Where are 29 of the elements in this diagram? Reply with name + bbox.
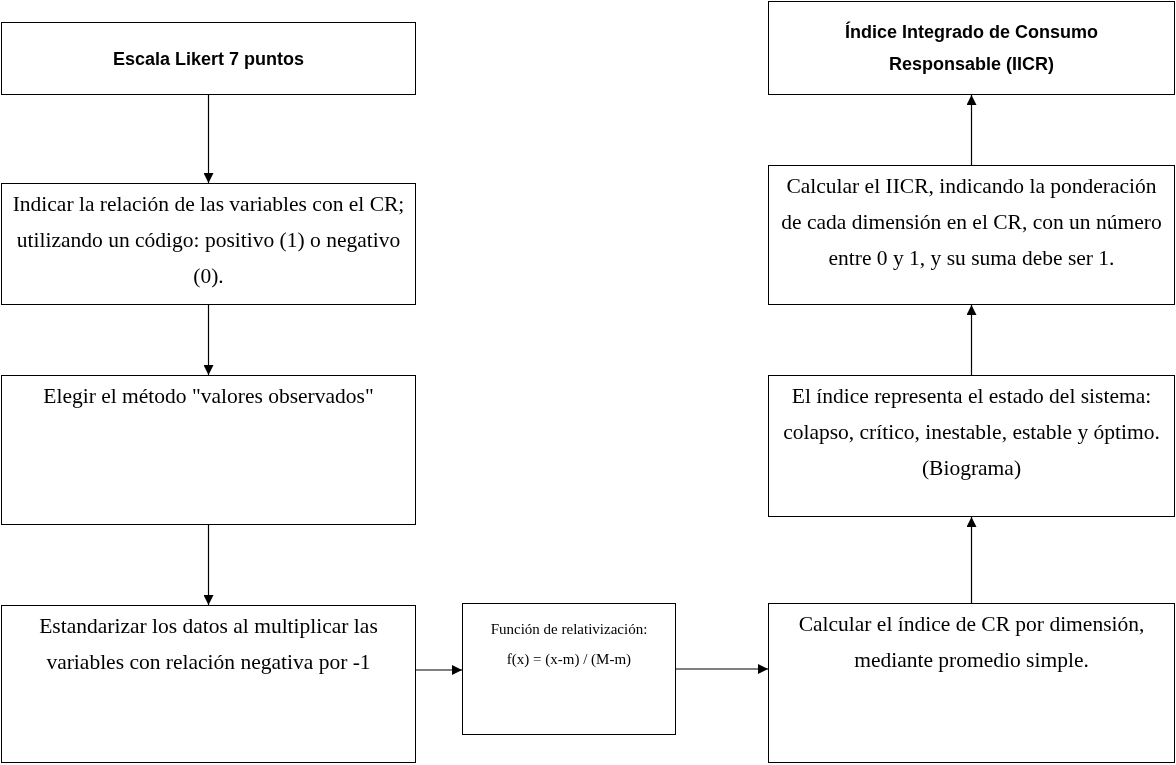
process-box (1, 375, 416, 525)
box-text: Elegir el método "valores observados" (43, 383, 374, 410)
box-text: Indicar la relación de las variables con el CR; (12, 191, 405, 218)
arrow (966, 94, 977, 166)
process-box (1, 183, 416, 305)
process-box (1, 22, 416, 95)
process-box (462, 603, 676, 735)
box-text: utilizando un código: positivo (1) o negativo (0). (15, 227, 402, 290)
process-box (768, 603, 1175, 763)
arrow (203, 304, 214, 376)
arrow (415, 665, 463, 675)
box-text: Calcular el índice de CR por dimensión, mediante promedio simple. (797, 611, 1146, 674)
process-box (768, 165, 1175, 305)
box-text: Función de relativización: (490, 620, 648, 639)
box-text: Escala Likert 7 puntos (112, 47, 305, 71)
box-text: El índice representa el estado del sistema: colapso, crítico, inestable, estable y óptimo. (782, 383, 1161, 446)
box-text: (Biograma) (921, 455, 1022, 482)
process-box (768, 1, 1175, 95)
box-text: Calcular el IICR, indicando la ponderación de cada dimensión en el CR, con un número entre 0 y 1, y su suma debe ser 1. (780, 173, 1163, 272)
arrow (966, 304, 977, 376)
box-text: f(x) = (x-m) / (M-m) (506, 650, 632, 669)
arrow (966, 516, 977, 604)
box-text: Índice Integrado de Consumo Responsable (IICR) (844, 20, 1099, 76)
arrow (675, 664, 769, 674)
process-box (768, 375, 1175, 517)
arrow (203, 94, 214, 184)
process-box (1, 605, 416, 763)
box-text: Estandarizar los datos al multiplicar las variables con relación negativa por -1 (38, 613, 379, 676)
arrow (203, 524, 214, 606)
